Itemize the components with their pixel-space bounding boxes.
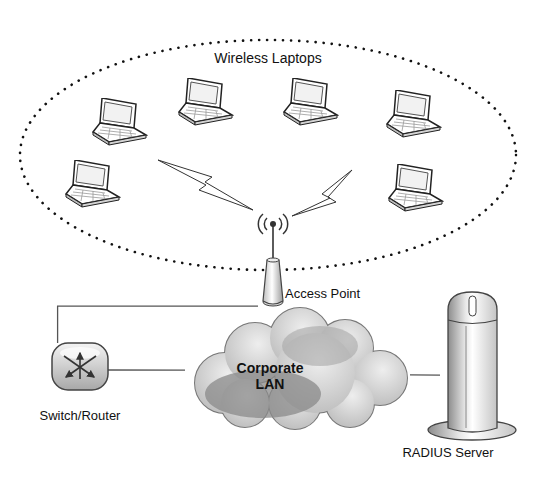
radius-server-icon (428, 292, 516, 440)
antenna-stem (272, 226, 274, 260)
network-link (410, 374, 440, 375)
router-arrow (64, 356, 94, 377)
node-shape (52, 343, 108, 390)
network-link (58, 306, 258, 343)
ap-cap (267, 258, 279, 262)
laptop-icon (389, 164, 442, 211)
laptop-group (66, 78, 442, 211)
network-link (108, 369, 185, 370)
router-body (52, 343, 108, 390)
node-shape (258, 212, 288, 310)
ap-body (263, 260, 283, 304)
laptop-icon (284, 78, 337, 125)
device-label: Access Point (285, 287, 385, 302)
wireless-bolt (158, 160, 253, 210)
antenna-tip (270, 221, 276, 227)
laptop-icon (93, 98, 146, 145)
switch-router-icon (52, 343, 108, 390)
device-label: Switch/Router (30, 409, 130, 424)
network-label: Corporate LAN (227, 360, 313, 392)
router-arrow (79, 353, 81, 379)
laptop-icon (66, 160, 119, 207)
laptop-icon (387, 90, 440, 137)
node-shape (440, 290, 505, 440)
zone-label: Wireless Laptops (188, 50, 348, 66)
laptop-icon (179, 78, 232, 125)
radius-server: RADIUS Server (440, 290, 505, 440)
device-label: RADIUS Server (396, 446, 500, 461)
switch-router: Switch/Router (52, 343, 108, 390)
wireless-bolt (292, 170, 352, 216)
access-point-icon (258, 214, 287, 306)
wireless-zone: Wireless Laptops (18, 38, 518, 272)
router-arrow (66, 356, 96, 377)
server-groove (466, 326, 467, 428)
node-shape (18, 38, 518, 272)
cloud-shape (195, 308, 407, 429)
server-tower (448, 292, 497, 432)
corporate-lan-cloud: Corporate LAN (185, 308, 410, 428)
server-cap-line (448, 320, 497, 324)
access-point: Access Point (258, 212, 288, 310)
server-slot (469, 296, 476, 316)
dotted-boundary (20, 40, 516, 270)
